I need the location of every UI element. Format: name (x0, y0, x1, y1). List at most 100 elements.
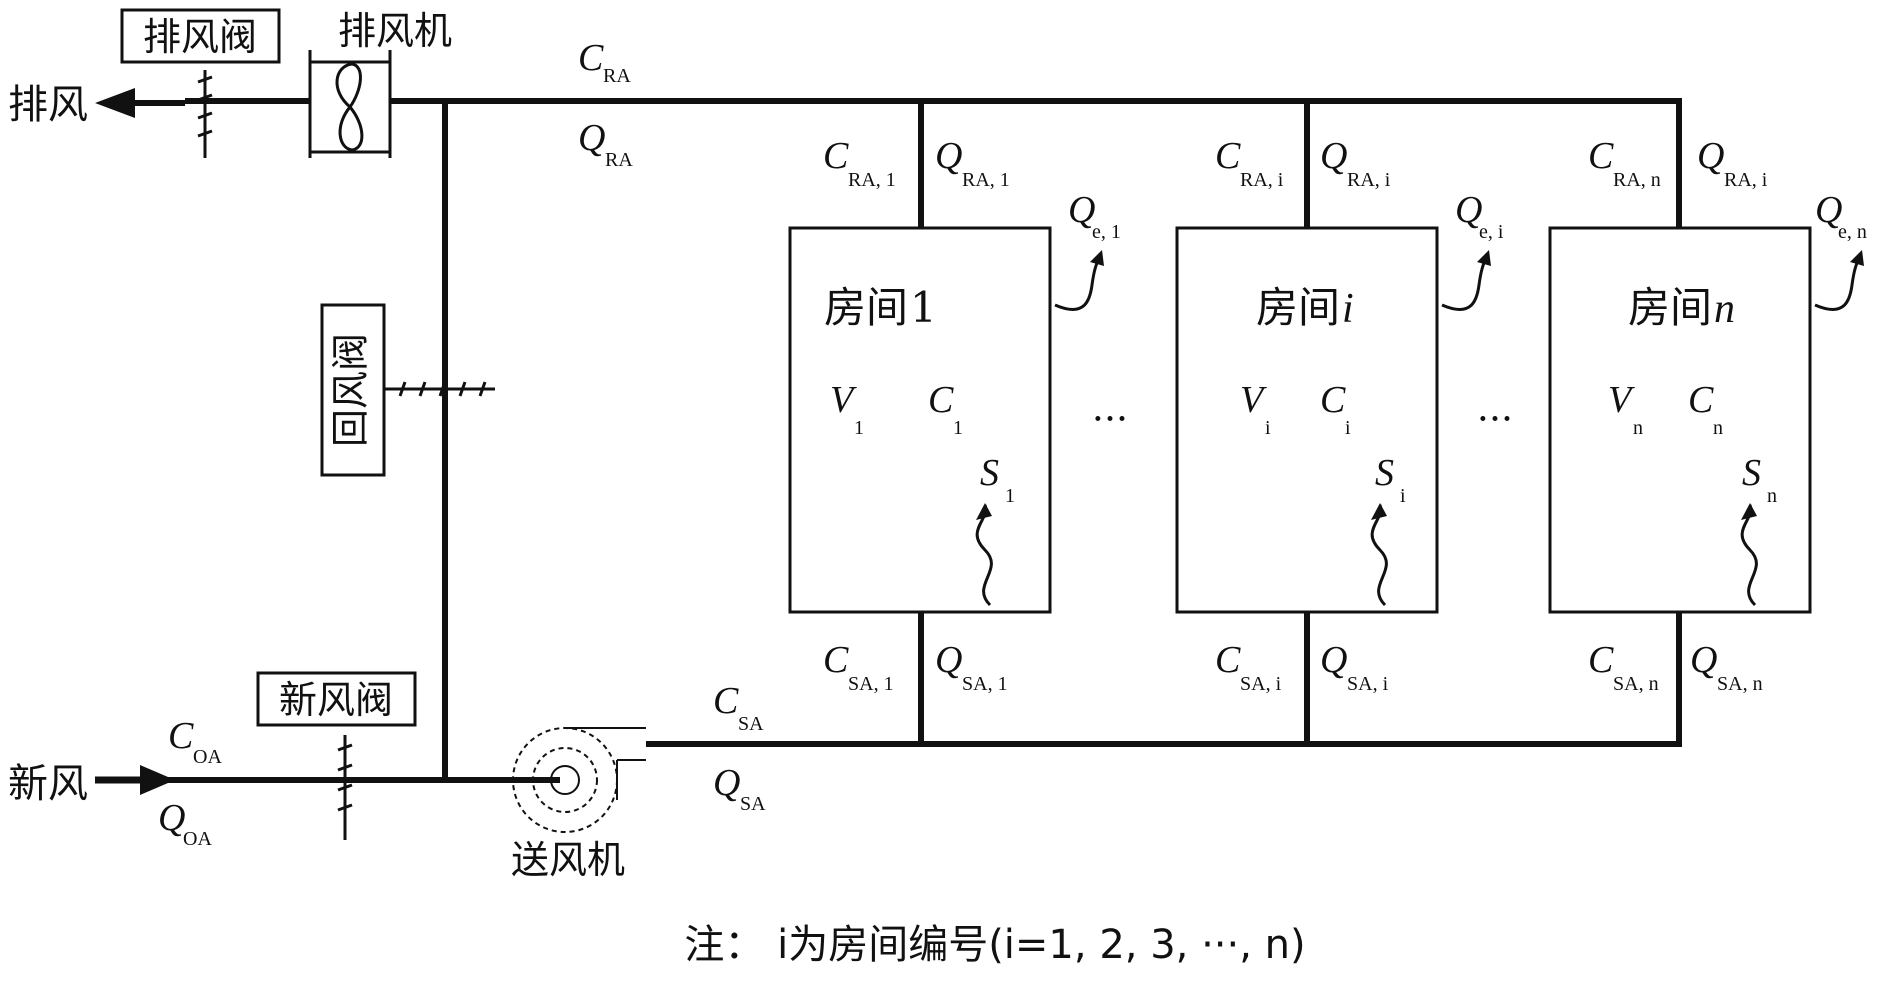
q-sa-symbol: Q (713, 762, 740, 804)
room-1-c-sa: C (823, 639, 849, 681)
room-i-concentration: C (1320, 379, 1346, 421)
ellipsis-1: ··· (1092, 397, 1128, 441)
return-damper-label-box: 回风阀 (320, 303, 386, 477)
ellipsis-2: ··· (1477, 397, 1513, 441)
room-n-volume: V (1608, 379, 1635, 421)
fresh-air-damper-symbol (337, 735, 353, 840)
q-ra-symbol: Q (578, 117, 605, 159)
room-n-source: S (1742, 452, 1761, 494)
room-i-index: i (1342, 286, 1354, 332)
q-oa-subscript: OA (183, 828, 212, 850)
room-i-q-e-subscript: e, i (1479, 221, 1504, 243)
room-1-q-e: Q (1068, 189, 1095, 231)
room-1-source: S (980, 452, 999, 494)
room-n-q-ra: Q (1697, 135, 1724, 177)
fresh-damper-label: 新风阀 (279, 678, 393, 722)
fresh-air-arrow (95, 765, 175, 795)
room-i-c-ra-subscript: RA, i (1240, 169, 1284, 191)
q-ra-subscript: RA (605, 149, 633, 171)
room-n-q-e: Q (1815, 189, 1842, 231)
room-n-source-subscript: n (1767, 485, 1777, 507)
room-n-box (1548, 226, 1812, 614)
c-ra-subscript: RA (603, 65, 631, 87)
room-n-exhaust-arrow (1814, 254, 1862, 311)
room-n-q-sa: Q (1690, 639, 1717, 681)
exhaust-arrow (95, 88, 135, 118)
room-n-concentration-subscript: n (1713, 417, 1723, 439)
room-i-box (1175, 226, 1439, 614)
room-i-exhaust-arrow (1441, 254, 1489, 311)
c-sa-symbol: C (713, 680, 739, 722)
c-oa-symbol: C (168, 715, 194, 757)
footnote: 注： i为房间编号(i=1, 2, 3, ···, n) (684, 922, 1305, 968)
room-1-title: 房间 (824, 283, 908, 332)
room-1-c-ra: C (823, 135, 849, 177)
q-sa-subscript: SA (740, 793, 766, 815)
room-1-q-sa: Q (935, 639, 962, 681)
fresh-damper-label-box: 新风阀 (256, 671, 417, 727)
supply-fan-symbol (512, 727, 700, 833)
room-1-c-sa-subscript: SA, 1 (848, 673, 894, 695)
room-n-c-ra: C (1588, 135, 1614, 177)
room-n-title: 房间 (1628, 283, 1712, 332)
room-i-q-ra: Q (1320, 135, 1347, 177)
room-n-c-ra-subscript: RA, n (1613, 169, 1661, 191)
room-n: 房间 n C RA, n Q RA, i Q e, n V n C n S n … (1548, 135, 1867, 695)
room-1-volume-subscript: 1 (854, 417, 864, 439)
return-air-variables: C RA Q RA (578, 37, 633, 171)
room-i: 房间 i C RA, i Q RA, i Q e, i V i C i S i … (1175, 135, 1504, 695)
room-i-volume-subscript: i (1265, 417, 1271, 439)
room-i-concentration-subscript: i (1345, 417, 1351, 439)
room-1-source-subscript: 1 (1005, 485, 1015, 507)
room-n-q-e-subscript: e, n (1838, 221, 1867, 243)
room-1-c-ra-subscript: RA, 1 (848, 169, 896, 191)
room-1-q-e-subscript: e, 1 (1092, 221, 1121, 243)
room-n-q-sa-subscript: SA, n (1717, 673, 1763, 695)
room-i-q-sa-subscript: SA, i (1347, 673, 1389, 695)
c-sa-subscript: SA (738, 713, 764, 735)
exhaust-fan-label: 排风机 (338, 9, 452, 53)
c-oa-subscript: OA (193, 746, 222, 768)
supply-fan-label: 送风机 (511, 838, 625, 882)
room-1-concentration-subscript: 1 (953, 417, 963, 439)
room-i-q-e: Q (1455, 189, 1482, 231)
room-1-index: 1 (910, 283, 937, 332)
room-1-concentration: C (928, 379, 954, 421)
room-1-q-ra: Q (935, 135, 962, 177)
room-1-volume: V (830, 379, 857, 421)
room-i-c-sa-subscript: SA, i (1240, 673, 1282, 695)
room-i-c-ra: C (1215, 135, 1241, 177)
room-1-q-sa-subscript: SA, 1 (962, 673, 1008, 695)
room-1: 房间 1 C RA, 1 Q RA, 1 Q e, 1 V 1 C 1 S 1 … (788, 135, 1121, 695)
exhaust-air-label: 排风 (8, 82, 88, 128)
c-ra-symbol: C (578, 37, 604, 79)
room-n-index: n (1714, 286, 1735, 332)
exhaust-damper-label-box: 排风阀 (120, 8, 281, 64)
q-oa-symbol: Q (158, 797, 185, 839)
return-damper-symbol (385, 381, 495, 397)
room-i-q-ra-subscript: RA, i (1347, 169, 1391, 191)
duct-network (135, 98, 1682, 783)
room-n-c-sa-subscript: SA, n (1613, 673, 1659, 695)
return-damper-label: 回风阀 (329, 333, 373, 447)
room-n-concentration: C (1688, 379, 1714, 421)
supply-air-variables: C SA Q SA (713, 680, 766, 815)
exhaust-damper-symbol (197, 70, 213, 158)
room-i-volume: V (1240, 379, 1267, 421)
room-1-exhaust-arrow (1054, 254, 1102, 311)
room-1-box (788, 226, 1052, 614)
outdoor-air-variables: C OA Q OA (158, 715, 222, 850)
room-i-source-subscript: i (1400, 485, 1406, 507)
room-n-q-ra-subscript: RA, i (1724, 169, 1768, 191)
room-i-title: 房间 (1256, 283, 1340, 332)
exhaust-damper-label: 排风阀 (143, 15, 257, 59)
room-n-c-sa: C (1588, 639, 1614, 681)
room-n-volume-subscript: n (1633, 417, 1643, 439)
room-i-c-sa: C (1215, 639, 1241, 681)
room-1-q-ra-subscript: RA, 1 (962, 169, 1010, 191)
room-i-q-sa: Q (1320, 639, 1347, 681)
fresh-air-label: 新风 (8, 761, 88, 807)
room-i-source: S (1375, 452, 1394, 494)
exhaust-fan-symbol (308, 50, 392, 158)
